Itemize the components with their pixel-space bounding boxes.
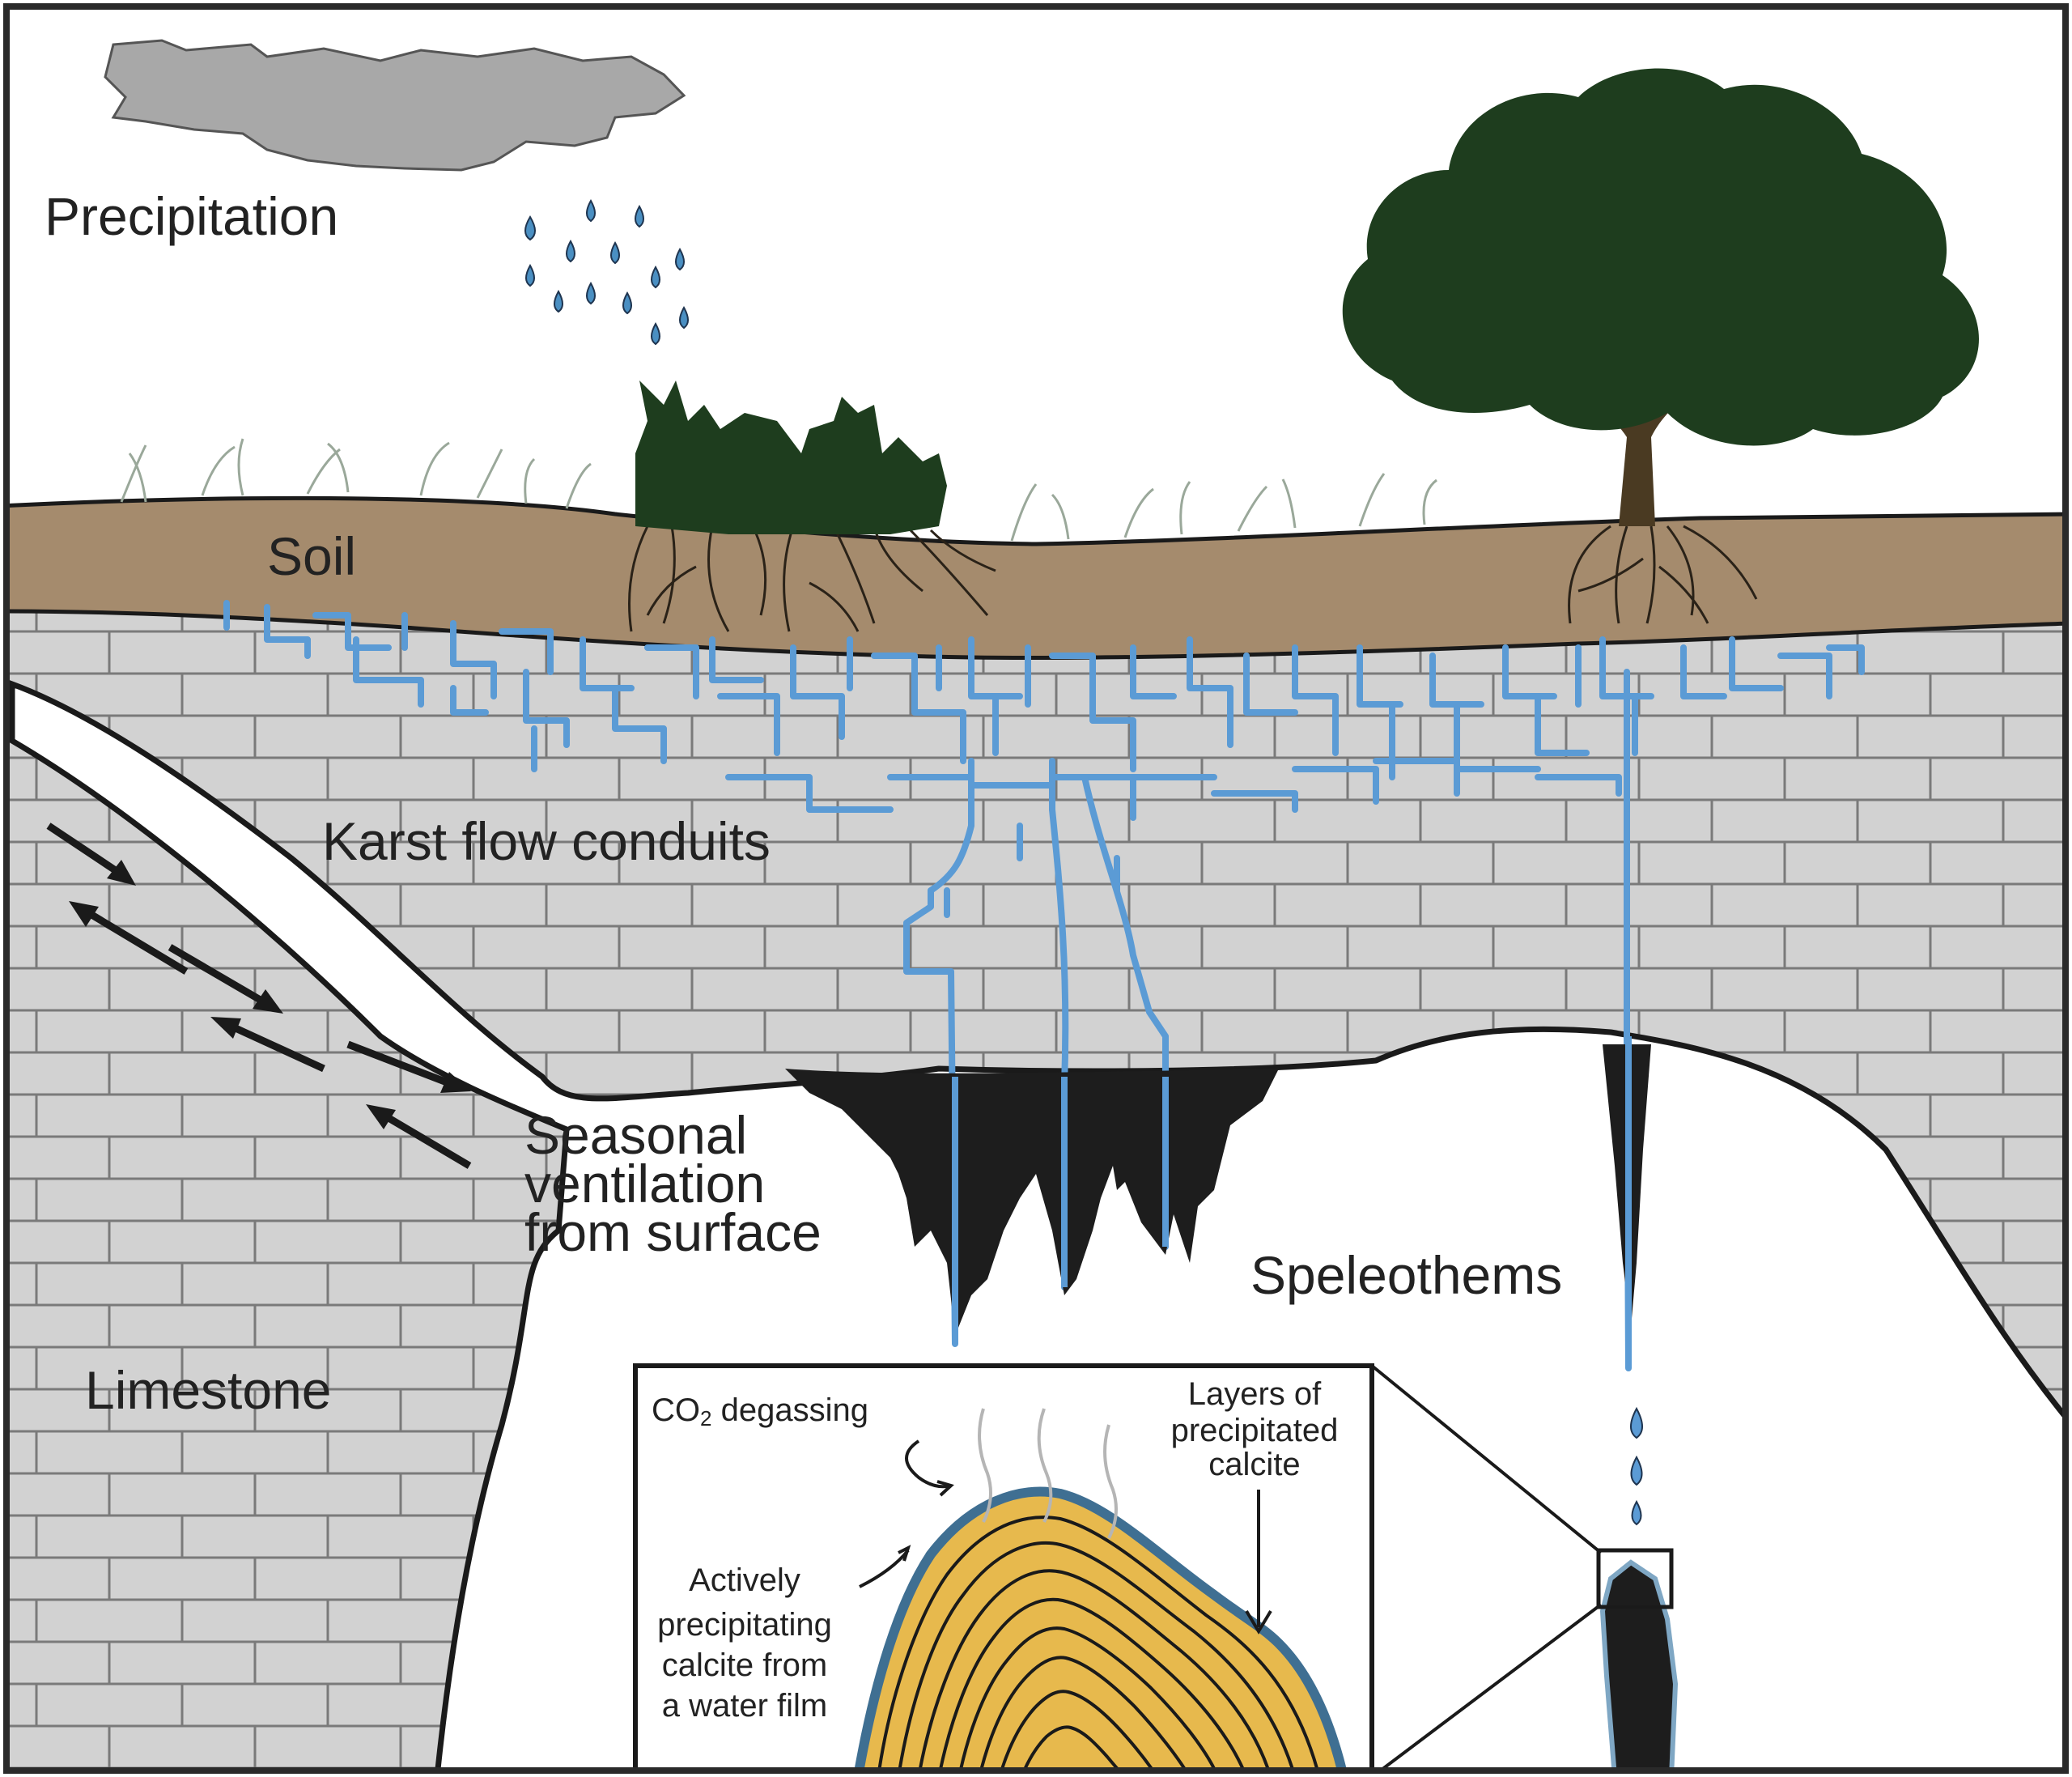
label-seasonal-line3: from surface — [524, 1202, 822, 1262]
label-layers-line2: precipitated — [1171, 1413, 1339, 1448]
calcite-growth-layers — [877, 1516, 1319, 1769]
inset-calcite — [854, 1408, 1347, 1769]
label-co2-degassing: CO2 degassing — [652, 1392, 868, 1431]
label-seasonal-line2: ventilation — [524, 1154, 765, 1214]
zoom-box — [1596, 1548, 1674, 1609]
label-layers-line3: calcite — [1208, 1447, 1300, 1482]
label-active-line1: Actively — [689, 1562, 800, 1598]
drip-drops — [1630, 1406, 1643, 1526]
grass-tufts — [120, 438, 1437, 542]
drip-channels — [952, 1077, 1169, 1344]
label-active-line3: calcite from — [662, 1647, 828, 1683]
label-layers-line1: Layers of — [1188, 1376, 1322, 1412]
ventilation-passage — [9, 679, 2064, 1769]
calcite-body — [854, 1486, 1347, 1769]
inset-pointers — [859, 1439, 1272, 1635]
stalactite-mass — [785, 1069, 1279, 1336]
rain-drops — [524, 198, 689, 346]
shrub — [635, 380, 947, 534]
label-active-line2: precipitating — [657, 1607, 832, 1643]
tree-canopy — [1342, 68, 1979, 446]
label-active-line4: a water film — [662, 1688, 828, 1724]
karst-conduits — [223, 600, 1865, 1371]
label-speleothems: Speleothems — [1250, 1245, 1562, 1305]
shrub-roots — [628, 525, 996, 632]
label-precipitation: Precipitation — [45, 186, 338, 246]
ventilation-arrows — [46, 823, 472, 1169]
zoom-leader-top — [1370, 1364, 1603, 1554]
tree-trunk — [1562, 374, 1708, 526]
label-seasonal-line1: Seasonal — [524, 1105, 747, 1165]
label-limestone: Limestone — [85, 1360, 332, 1420]
outer-frame — [3, 3, 2069, 1774]
label-soil: Soil — [267, 526, 356, 586]
label-karst-flow-conduits: Karst flow conduits — [322, 811, 771, 871]
stalagmite — [1599, 1559, 1679, 1769]
zoom-leader-bottom — [1379, 1603, 1603, 1769]
co2-wisps — [978, 1408, 1118, 1539]
tree-roots — [1568, 525, 1758, 624]
cloud — [104, 39, 686, 172]
